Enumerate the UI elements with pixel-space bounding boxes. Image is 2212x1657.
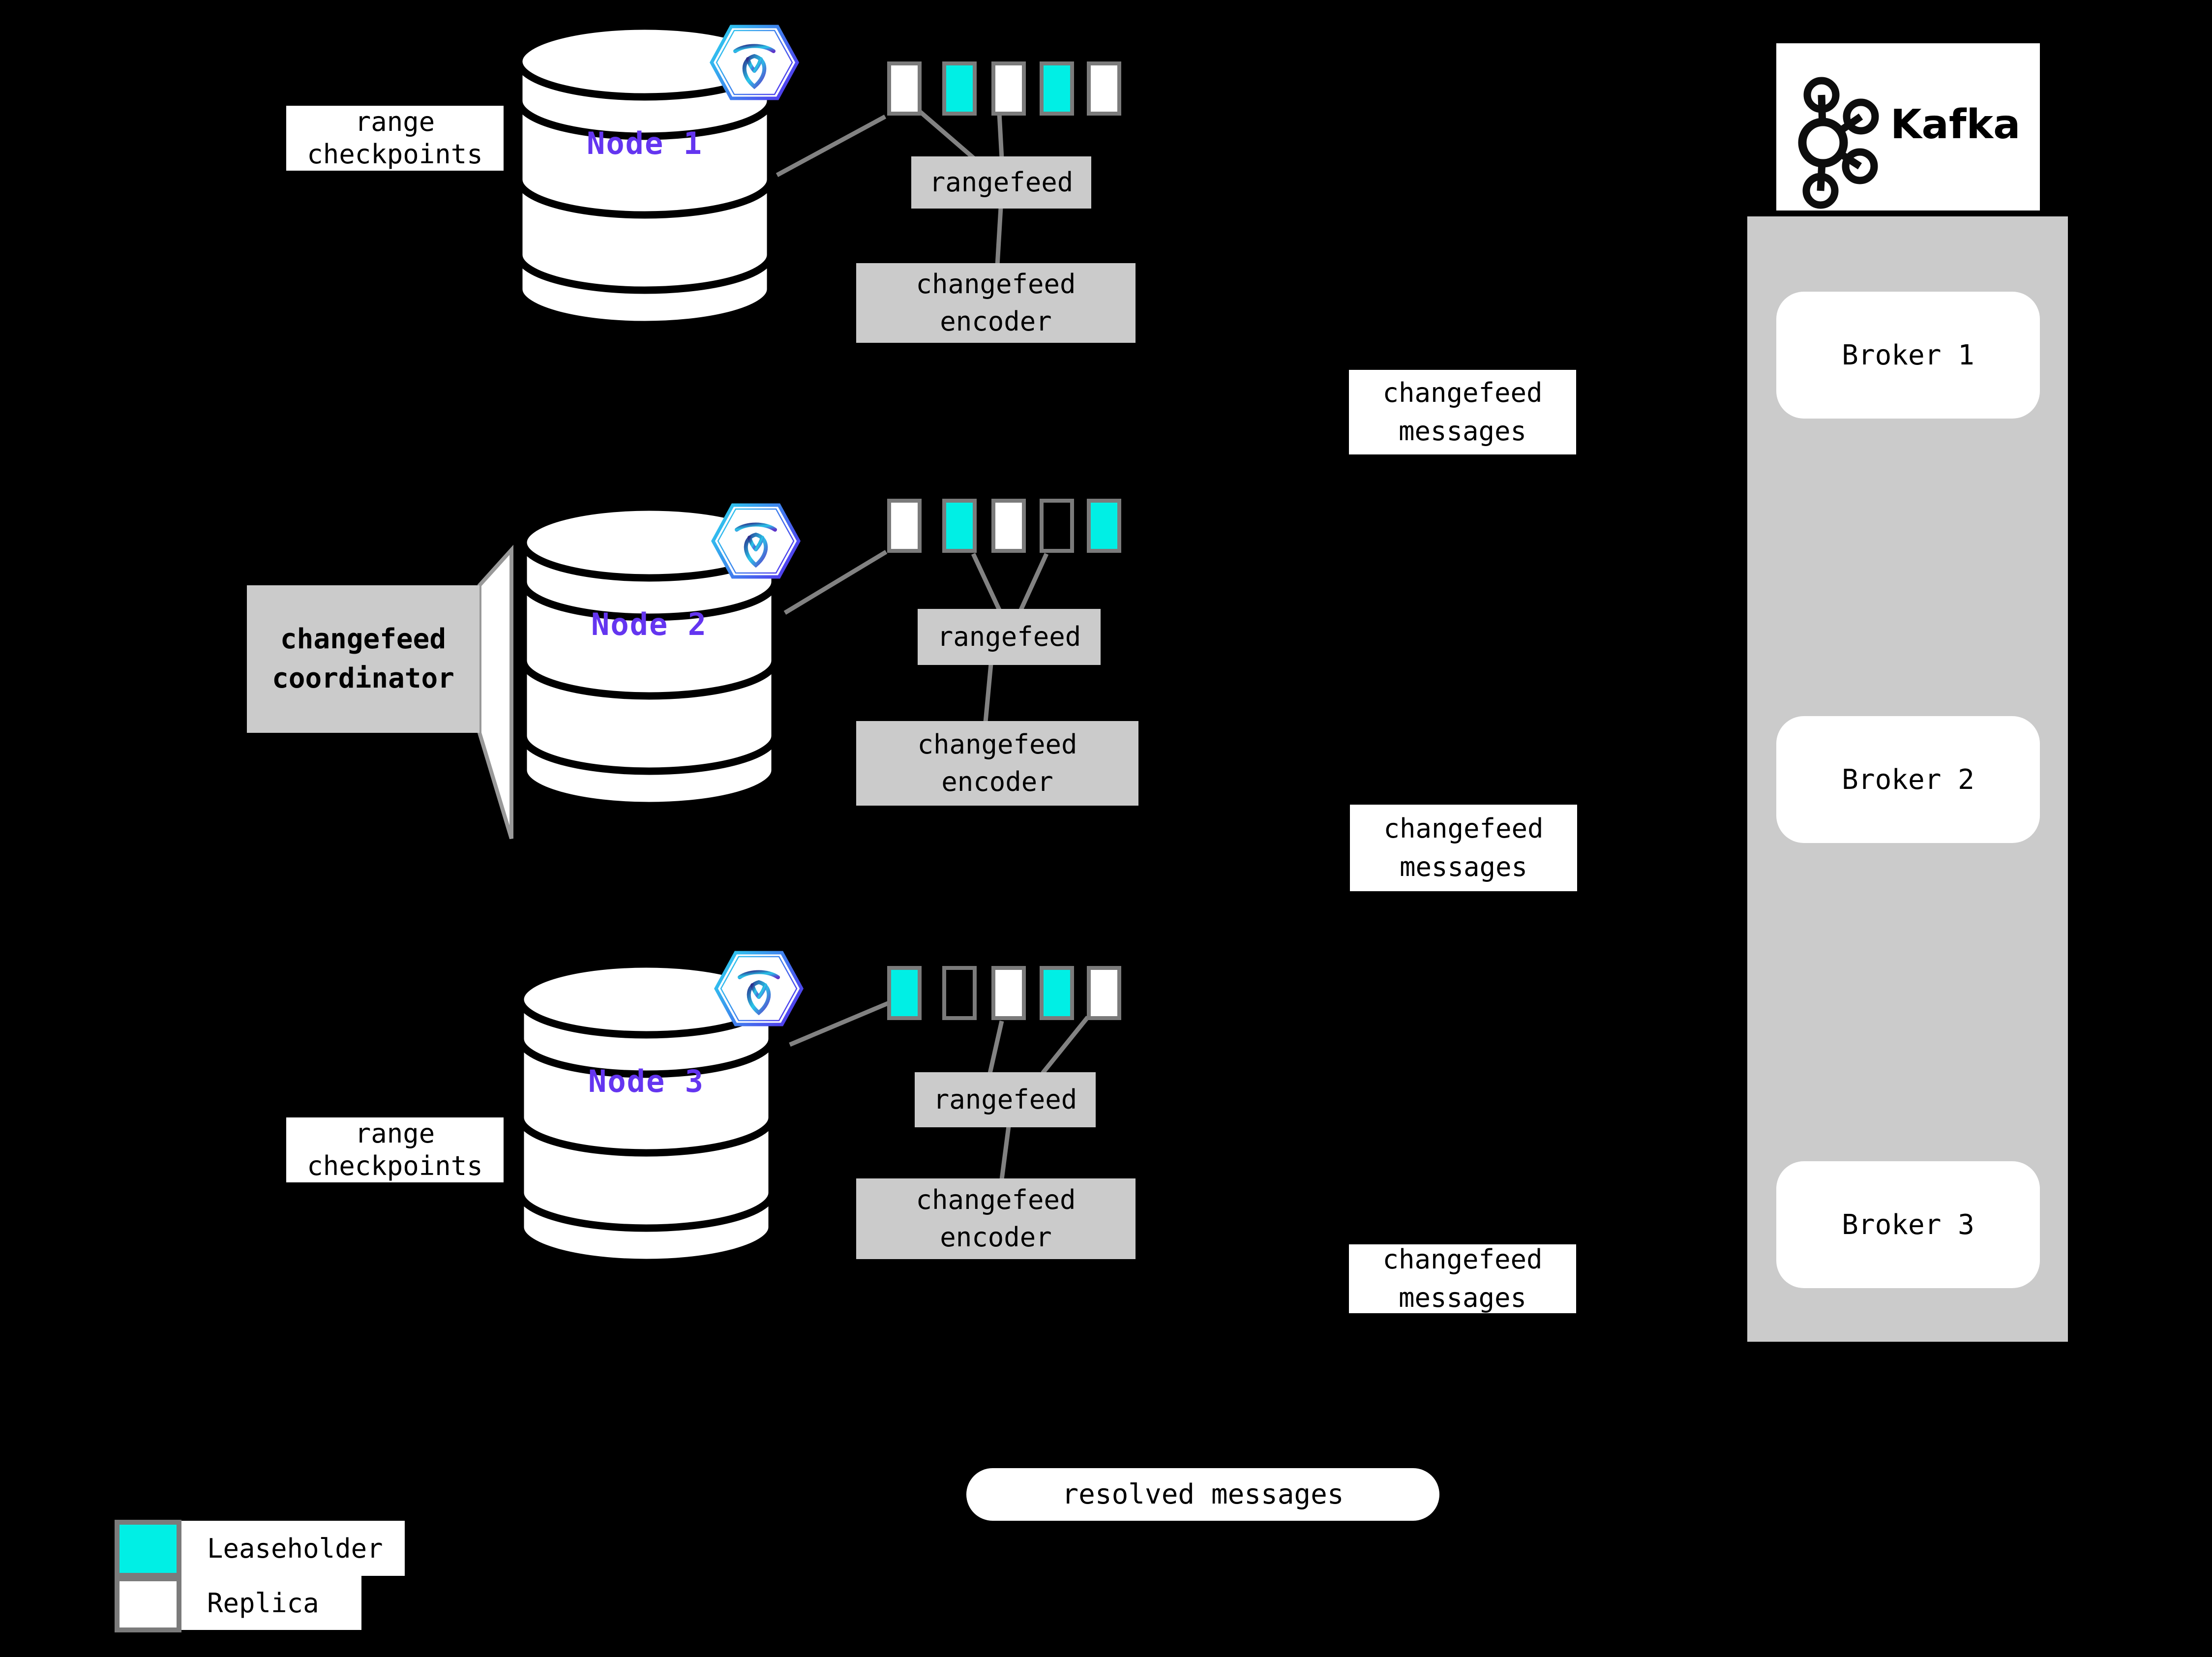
range-checkpoints-label-1: range checkpoints [286,106,504,171]
broker-3: Broker 3 [1776,1161,2040,1288]
range-square-leaseholder [942,499,977,553]
range-square-replica [991,61,1026,116]
rangefeed-box-3: rangefeed [915,1072,1096,1127]
cockroachdb-icon [711,503,801,579]
range-square-replica [991,499,1026,553]
kafka-logo-box: Kafka [1776,43,2040,211]
broker-1: Broker 1 [1776,292,2040,419]
changefeed-messages-label-3: changefeed messages [1349,1244,1576,1313]
changefeed-encoder-box-1: changefeed encoder [856,263,1136,343]
legend-leaseholder-swatch [115,1520,181,1578]
legend-replica-swatch [115,1576,181,1632]
changefeed-encoder-box-3: changefeed encoder [856,1178,1136,1259]
legend-leaseholder-label: Leaseholder [181,1521,405,1576]
node-2-cylinder [519,503,779,810]
range-square-leaseholder [942,61,977,116]
node-3-label: Node 3 [588,1063,704,1099]
cockroachdb-icon [710,25,799,100]
node-1-label: Node 1 [587,125,703,161]
range-squares-node-2 [887,499,1121,554]
range-square-replica [1087,61,1121,116]
range-squares-node-3 [887,966,1121,1021]
kafka-brand-text: Kafka [1890,101,2021,148]
range-square-replica [991,966,1026,1020]
range-squares-node-1 [887,61,1121,116]
range-square-outline [1040,499,1074,553]
range-square-replica [887,61,922,116]
range-checkpoints-label-3: range checkpoints [286,1117,504,1182]
changefeed-encoder-box-2: changefeed encoder [856,721,1138,806]
changefeed-messages-label-2: changefeed messages [1350,805,1577,891]
legend-replica-label: Replica [181,1576,361,1630]
range-square-replica [1087,966,1121,1020]
range-square-leaseholder [887,966,922,1020]
resolved-messages-label: resolved messages [966,1468,1439,1521]
node-1-cylinder [515,22,775,329]
changefeed-coordinator-label: changefeed coordinator [247,585,479,733]
range-square-replica [887,499,922,553]
rangefeed-box-1: rangefeed [911,156,1091,209]
cockroachdb-icon [714,951,804,1026]
broker-2: Broker 2 [1776,716,2040,843]
rangefeed-box-2: rangefeed [918,609,1101,665]
coordinator-flag-fold [478,544,513,840]
range-square-leaseholder [1087,499,1121,553]
arrowhead-into-kafka [2060,334,2087,351]
kafka-icon [1798,77,1879,209]
kafka-broker-container: Broker 1 Broker 2 Broker 3 [1747,216,2068,1342]
node-2-label: Node 2 [591,606,707,642]
range-square-leaseholder [1040,61,1074,116]
changefeed-messages-label-1: changefeed messages [1349,370,1576,454]
range-square-outline [942,966,977,1020]
node-3-cylinder [516,960,776,1266]
range-square-leaseholder [1040,966,1074,1020]
